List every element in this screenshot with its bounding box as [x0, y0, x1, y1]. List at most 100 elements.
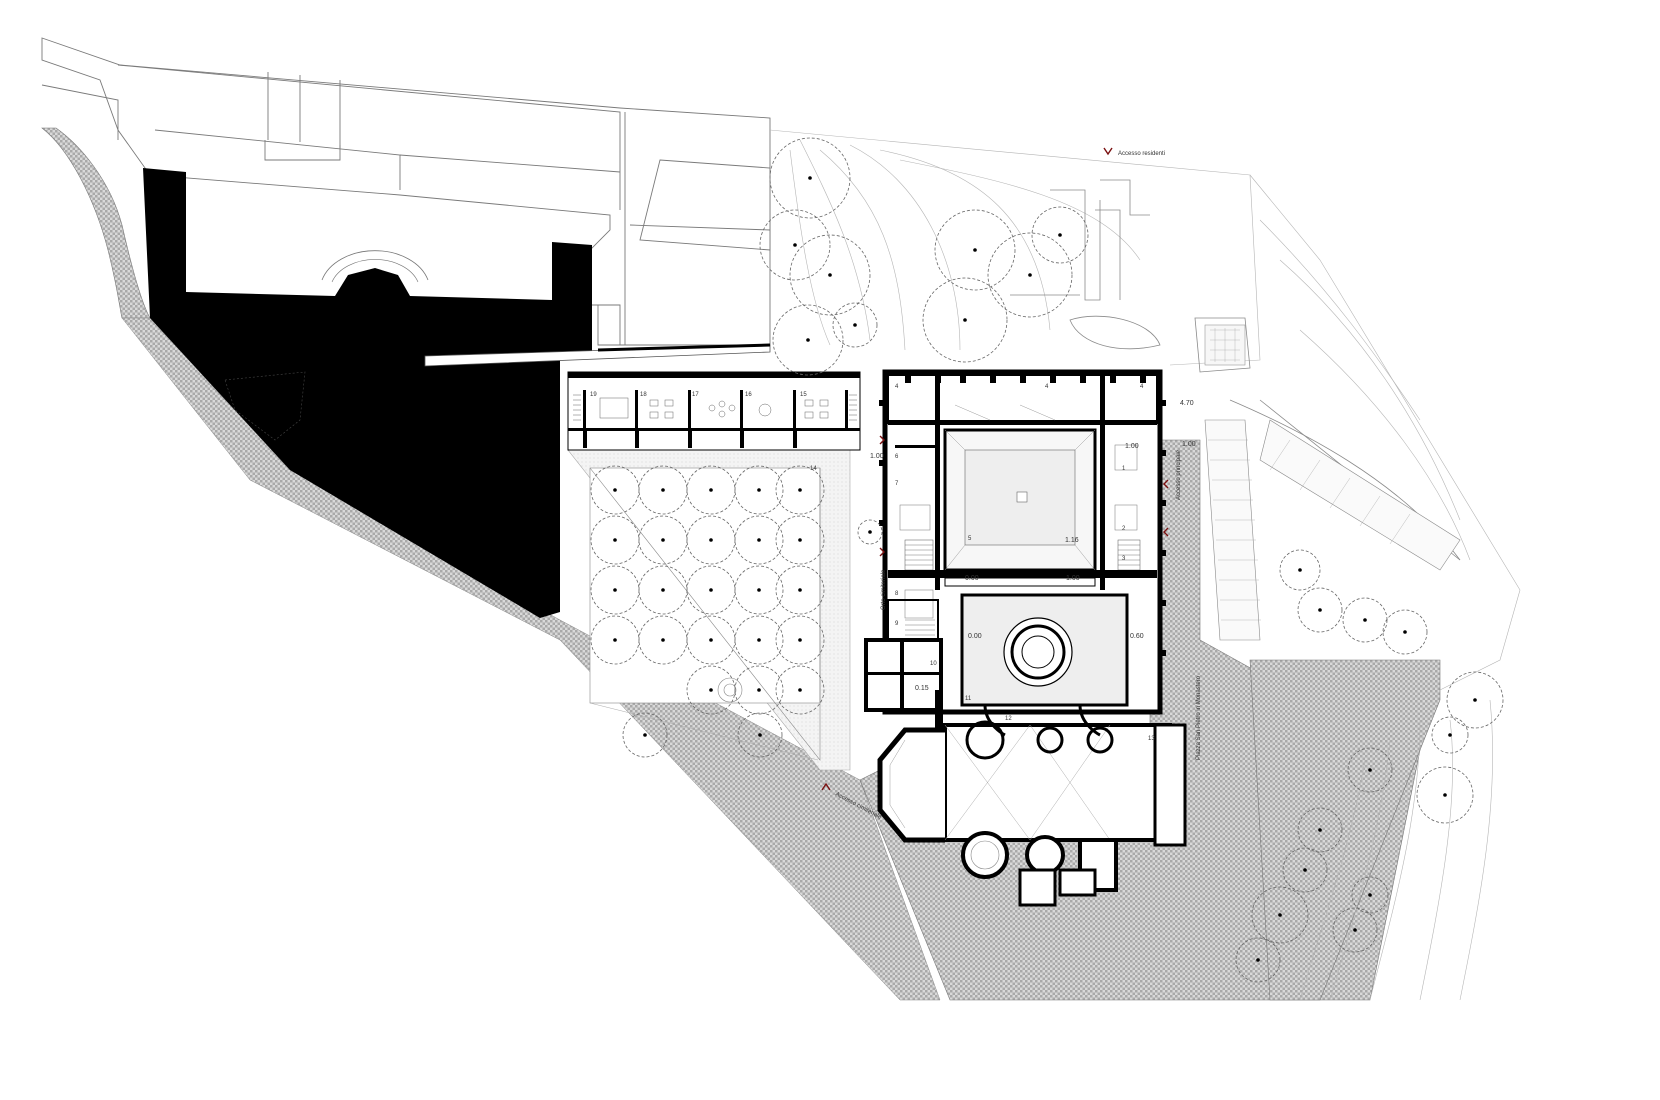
tree-canopy — [857, 519, 883, 545]
tree-canopy — [922, 277, 1008, 363]
grove-tree — [638, 465, 688, 515]
grove-tree — [775, 615, 825, 665]
svg-text:2: 2 — [1122, 526, 1126, 532]
tree-trunk — [757, 538, 761, 542]
level-116: 1.16 — [1065, 537, 1079, 544]
north-wing-walls — [568, 390, 860, 448]
tree-trunk — [1256, 958, 1260, 962]
paved-path-west — [41, 127, 151, 319]
fountain — [717, 677, 743, 703]
tree-trunk — [798, 538, 802, 542]
tree-trunk — [1448, 733, 1452, 737]
tree-canopy — [1235, 937, 1281, 983]
svg-text:3: 3 — [1122, 556, 1126, 562]
svg-text:11: 11 — [965, 696, 972, 702]
tree-trunk — [868, 530, 872, 534]
svg-text:4: 4 — [895, 384, 899, 390]
tree-trunk — [613, 538, 617, 542]
tree-trunk — [758, 733, 762, 737]
tree-trunk — [808, 176, 812, 180]
tree-canopy — [1279, 549, 1321, 591]
tree-canopy — [987, 232, 1073, 318]
tree-canopy — [772, 304, 844, 376]
svg-text:18: 18 — [640, 392, 647, 398]
level-000-cloister: 0.00 — [968, 633, 982, 640]
grove-tree — [686, 615, 736, 665]
tree-trunk — [1353, 928, 1357, 932]
church-apse-west — [877, 727, 945, 843]
tree-canopy — [1446, 671, 1504, 729]
tree-canopy — [1351, 876, 1389, 914]
arena-semicircle — [321, 250, 429, 281]
tree-trunk — [806, 338, 810, 342]
tree-trunk — [757, 638, 761, 642]
level-060: 0.60 — [1130, 633, 1144, 640]
tree-canopy — [759, 209, 831, 281]
tree-trunk — [1318, 608, 1322, 612]
grove-tree — [734, 515, 784, 565]
grove-tree — [734, 565, 784, 615]
tree-trunk — [963, 318, 967, 322]
tree-canopy — [1382, 609, 1428, 655]
level-015: 0.15 — [915, 685, 929, 692]
church — [943, 723, 1172, 842]
grove-tree — [686, 515, 736, 565]
tree-trunk — [661, 588, 665, 592]
grove-tree — [734, 665, 784, 715]
tree-trunk — [709, 538, 713, 542]
tree-canopy — [1347, 747, 1393, 793]
svg-text:16: 16 — [745, 392, 752, 398]
tree-canopy — [1416, 766, 1474, 824]
level-100-cloister: 1.00 — [1125, 443, 1139, 450]
label-accesso-residenti: Accesso residenti — [1118, 151, 1165, 157]
svg-text:17: 17 — [692, 392, 699, 398]
tree-canopy — [1431, 716, 1469, 754]
tree-canopy — [769, 137, 851, 219]
grove-tree — [734, 615, 784, 665]
garden-grove — [589, 467, 821, 704]
grove-tree — [590, 565, 640, 615]
grove-tree — [590, 465, 640, 515]
tree-trunk — [757, 488, 761, 492]
tree-trunk — [709, 488, 713, 492]
level-000-corridor: 0.00 — [965, 575, 979, 582]
level-markers: 4.70 1.00 1.00 1.00 1.16 0.00 1.00 0.00 … — [870, 400, 1196, 692]
tree-trunk — [661, 488, 665, 492]
tree-trunk — [798, 638, 802, 642]
tree-trunk — [1443, 793, 1447, 797]
tree-trunk — [1028, 273, 1032, 277]
grove-tree — [686, 565, 736, 615]
tree-trunk — [973, 248, 977, 252]
grove-tree — [638, 515, 688, 565]
grove-tree — [622, 712, 668, 758]
level-100-east: 1.00 — [1182, 441, 1196, 448]
tree-trunk — [1403, 630, 1407, 634]
svg-text:4: 4 — [1140, 384, 1144, 390]
svg-text:1: 1 — [1122, 466, 1126, 472]
grove-tree — [775, 665, 825, 715]
tree-trunk — [709, 688, 713, 692]
svg-text:13: 13 — [1148, 736, 1155, 742]
tree-trunk — [793, 243, 797, 247]
tree-trunk — [709, 638, 713, 642]
grove-tree — [775, 465, 825, 515]
tree-trunk — [757, 688, 761, 692]
grove-tree — [638, 565, 688, 615]
tree-canopy — [1251, 886, 1309, 944]
grove-tree — [775, 515, 825, 565]
paved-piazza-east-wedge — [1249, 659, 1441, 1001]
svg-text:6: 6 — [895, 454, 899, 460]
svg-text:7: 7 — [895, 481, 899, 487]
tree-trunk — [798, 588, 802, 592]
north-buildings — [41, 37, 771, 346]
tree-trunk — [798, 688, 802, 692]
north-wing-furniture — [573, 394, 857, 421]
monastery — [864, 369, 1187, 907]
tree-trunk — [1278, 913, 1282, 917]
grove-tree — [686, 665, 736, 715]
tree-trunk — [1473, 698, 1477, 702]
tree-trunk — [1318, 828, 1322, 832]
grove-trees — [590, 465, 825, 758]
tree-canopy — [1297, 587, 1343, 633]
grove-tree — [737, 712, 783, 758]
